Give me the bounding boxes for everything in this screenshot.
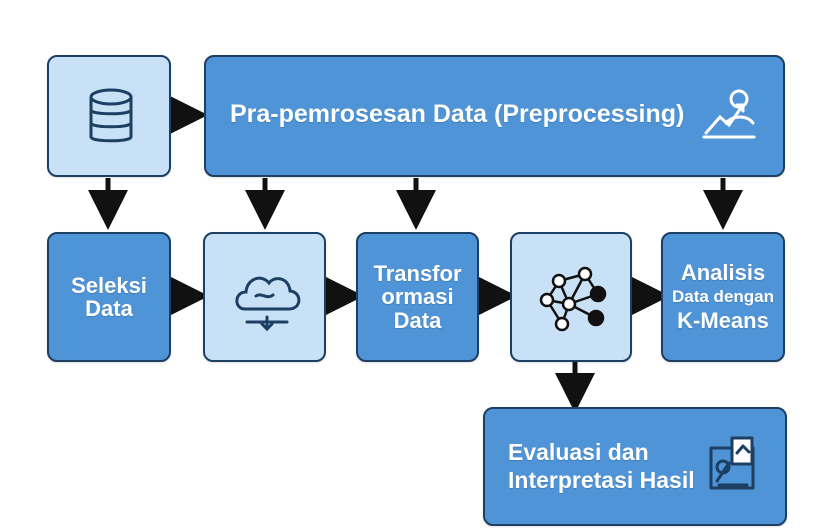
transformasi-label-line-1: Transfor (373, 261, 462, 287)
seleksi-label: Seleksi Data (71, 274, 147, 320)
evaluasi-label-line-2: Interpretasi Hasil (508, 467, 695, 494)
cloud-processing-icon (235, 276, 301, 332)
transformasi-node: Transfor ormasi Data (356, 232, 479, 362)
search-chart-icon (709, 436, 755, 490)
analisis-label-line-1: Analisis (680, 260, 766, 286)
preprocessing-label: Pra-pemrosesan Data (Preprocessing) (230, 100, 685, 128)
analisis-label: Analisis Data dengan K-Means (672, 261, 774, 332)
transformasi-label: Transfor ormasi Data (373, 262, 461, 331)
transformasi-label-line-2: ormasi (381, 284, 454, 310)
evaluasi-node: Evaluasi dan Interpretasi Hasil (483, 407, 787, 526)
cluster-network-node (510, 232, 632, 362)
database-node (47, 55, 171, 177)
analysis-chart-icon (702, 89, 756, 139)
seleksi-label-line-2: Data (85, 296, 133, 321)
seleksi-label-line-1: Seleksi (71, 272, 147, 298)
cluster-network-icon (539, 266, 607, 332)
transformasi-label-line-3: Data (393, 307, 442, 333)
evaluasi-label: Evaluasi dan Interpretasi Hasil (508, 440, 695, 492)
seleksi-node: Seleksi Data (47, 232, 171, 362)
database-icon (89, 88, 133, 143)
cloud-processing-node (203, 232, 326, 362)
analisis-label-line-3: K-Means (677, 308, 769, 334)
analisis-label-line-2: Data dengan (671, 286, 775, 306)
evaluasi-label-line-1: Evaluasi dan (508, 439, 649, 465)
analisis-node: Analisis Data dengan K-Means (661, 232, 785, 362)
preprocessing-node: Pra-pemrosesan Data (Preprocessing) (204, 55, 785, 177)
